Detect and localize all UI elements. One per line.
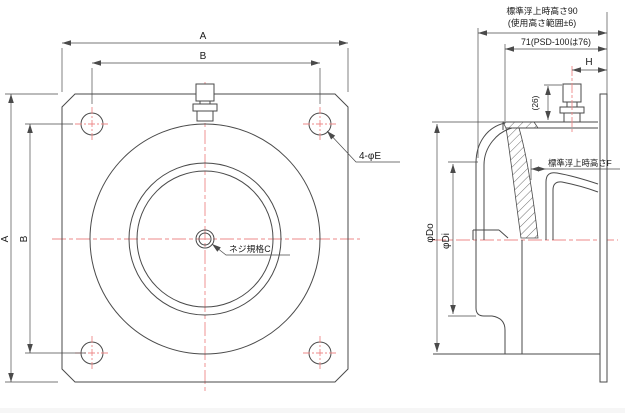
front-view: A B A B 4-φE	[0, 31, 400, 392]
side-plate-edge	[599, 93, 608, 383]
piston-wall	[545, 172, 599, 240]
base-plate-outline	[61, 93, 349, 383]
dim-b-top-label: B	[200, 51, 207, 62]
dim-a-top-label: A	[200, 31, 207, 42]
dimension-valve-height-26: (26)	[530, 84, 562, 120]
dimension-b-top: B	[91, 51, 321, 104]
dimension-a-top: A	[61, 31, 349, 92]
bellows-outline	[475, 122, 513, 354]
dimension-b-left: B	[19, 123, 86, 354]
valve-height-label: (26)	[530, 95, 540, 110]
bolt-holes-label: 4-φE	[359, 151, 381, 162]
thread-callout: ネジ規格C	[211, 243, 290, 256]
section-hatching	[502, 121, 539, 239]
side-section-view: 標準浮上時高さ90 (使用高さ範囲±6) 71(PSD-100は76) H (2…	[425, 5, 620, 383]
float-height-note-line1: 標準浮上時高さ90	[506, 5, 577, 16]
air-valve-front	[192, 83, 218, 122]
dimension-float-height-90: 標準浮上時高さ90 (使用高さ範囲±6)	[477, 5, 608, 158]
dimension-a-left: A	[0, 93, 58, 383]
dim-b-left-label: B	[19, 235, 30, 242]
bolt-holes	[75, 107, 337, 370]
dimension-float-height-f: 標準浮上時高さF	[530, 158, 620, 180]
dim-h-label: H	[585, 57, 592, 68]
dim-a-left-label: A	[0, 235, 11, 242]
dimension-body-length-71: 71(PSD-100は76)	[504, 37, 607, 121]
float-height-note-line2: (使用高さ範囲±6)	[508, 17, 576, 28]
center-thread-hole	[198, 232, 212, 246]
float-height-f-label: 標準浮上時高さF	[548, 158, 612, 168]
center-boss-circle	[195, 229, 215, 249]
outer-dia-label: φDo	[425, 223, 436, 243]
dimension-outer-dia: φDo	[425, 121, 503, 352]
bellows-ring-outer	[128, 162, 282, 316]
front-view-centerlines	[52, 82, 360, 392]
bellows-ring-inner	[136, 170, 274, 308]
center-boss-section	[472, 229, 509, 240]
dimension-inner-dia: φDi	[441, 161, 478, 317]
thread-label: ネジ規格C	[229, 243, 271, 254]
body-length-label: 71(PSD-100は76)	[521, 37, 591, 47]
outer-body-circle	[89, 123, 321, 355]
dimension-h: H	[572, 57, 607, 73]
inner-dia-label: φDi	[441, 233, 452, 249]
bolt-hole-callout: 4-φE	[326, 130, 400, 163]
